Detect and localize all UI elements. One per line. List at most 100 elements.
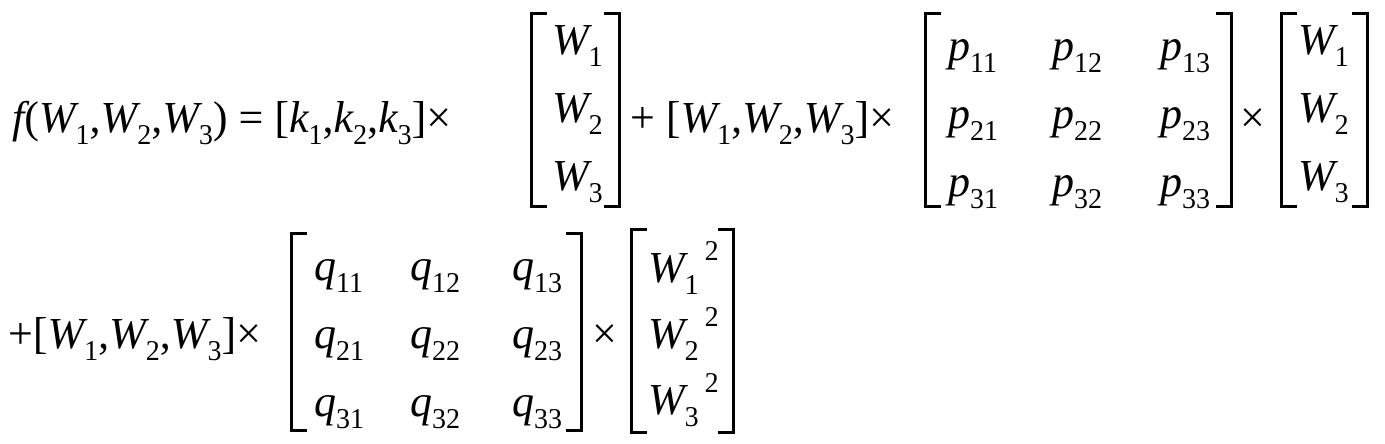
matrix-cell: p21 (948, 89, 998, 148)
plus-sign: + (8, 309, 33, 358)
math-symbol: p (1052, 89, 1074, 138)
math-symbol: p (948, 157, 970, 206)
math-symbol: W (1298, 15, 1335, 64)
matrix-cell: p12 (1052, 21, 1102, 80)
math-symbol: p (1052, 157, 1074, 206)
matrix-cell: p33 (1160, 160, 1210, 216)
left-bracket (630, 228, 647, 434)
math-symbol: W (648, 243, 685, 292)
matrix-cell: W3 (552, 151, 603, 210)
equals-sign: = (238, 93, 264, 142)
matrix-cell: q22 (410, 312, 460, 368)
matrix-cell: W22 (648, 302, 719, 367)
right-bracket (1216, 12, 1233, 208)
matrix-cell: W12 (648, 236, 719, 301)
left-bracket (924, 12, 941, 208)
math-symbol: p (1160, 89, 1182, 138)
math-symbol: 12 (1074, 48, 1102, 79)
math-symbol: q (314, 241, 336, 290)
left-bracket (290, 232, 307, 432)
math-symbol: 3 (684, 402, 699, 433)
right-bracket (718, 228, 735, 434)
math-symbol: 3 (1334, 178, 1349, 209)
matrix-cell: W2 (1298, 83, 1349, 142)
math-symbol: 31 (970, 184, 998, 215)
times-sign: × (236, 309, 261, 358)
math-symbol: q (512, 241, 534, 290)
math-symbol: 1 (684, 270, 699, 301)
times-sign: × (869, 93, 894, 142)
math-symbol: p (948, 21, 970, 70)
math-symbol: W (1298, 151, 1335, 200)
math-symbol: 13 (534, 268, 562, 299)
math-symbol: 22 (432, 336, 460, 367)
math-symbol: 1 (1334, 42, 1349, 73)
math-symbol: q (314, 377, 336, 426)
math-symbol: p (948, 89, 970, 138)
math-symbol: 2 (684, 336, 699, 367)
math-symbol: 33 (1182, 184, 1210, 215)
math-symbol: 2 (1334, 110, 1349, 141)
matrix-cell: p23 (1160, 89, 1210, 148)
math-symbol: q (410, 241, 432, 290)
right-bracket (566, 232, 583, 432)
math-symbol: 23 (1182, 116, 1210, 147)
math-symbol: 3 (588, 178, 603, 209)
math-symbol: 2 (704, 368, 719, 399)
math-symbol: p (1160, 21, 1182, 70)
math-symbol: 11 (336, 268, 363, 299)
times-sign: × (1240, 93, 1265, 142)
math-symbol: 23 (534, 336, 562, 367)
right-bracket (1352, 12, 1369, 208)
math-symbol: 2 (704, 302, 719, 333)
matrix-cell: W32 (648, 368, 719, 433)
matrix-cell: q31 (314, 377, 364, 436)
math-symbol: q (410, 377, 432, 426)
left-bracket (1280, 12, 1297, 208)
matrix-cell: q13 (512, 241, 562, 300)
math-symbol: 32 (1074, 184, 1102, 215)
plus-sign: + (630, 93, 655, 142)
matrix-cell: p32 (1052, 157, 1102, 216)
math-symbol: 21 (970, 116, 998, 147)
math-symbol: W (552, 15, 589, 64)
matrix-cell: q33 (512, 377, 562, 436)
function-symbol: f (12, 93, 25, 142)
math-symbol: 2 (588, 110, 603, 141)
math-symbol: W (552, 83, 589, 132)
matrix-cell: p22 (1052, 89, 1102, 148)
math-symbol: p (1052, 21, 1074, 70)
matrix-cell: W1 (552, 15, 603, 74)
second-order-term-prefix: +[W1,W2,W3]× (8, 309, 261, 368)
math-symbol: 22 (1074, 116, 1102, 147)
math-symbol: 1 (588, 42, 603, 73)
matrix-cell: q21 (314, 309, 364, 368)
matrix-cell: p13 (1160, 21, 1210, 80)
matrix-cell: p11 (948, 21, 997, 80)
math-symbol: 33 (534, 404, 562, 435)
matrix-cell: q23 (512, 309, 562, 368)
matrix-cell: W1 (1298, 15, 1349, 74)
matrix-cell: p31 (948, 157, 998, 216)
math-symbol: 32 (432, 404, 460, 435)
matrix-cell: W2 (552, 83, 603, 142)
math-symbol: 31 (336, 404, 364, 435)
k-vector: [k1,k2,k3] (274, 93, 427, 152)
math-symbol: 21 (336, 336, 364, 367)
math-symbol: W (1298, 83, 1335, 132)
matrix-cell: q12 (410, 241, 460, 300)
math-symbol: W (552, 151, 589, 200)
math-symbol: 12 (432, 268, 460, 299)
math-symbol: q (314, 309, 336, 358)
math-symbol: W (648, 375, 685, 424)
times-sign: × (426, 93, 452, 142)
math-symbol: 13 (1182, 48, 1210, 79)
math-symbol: W (648, 309, 685, 358)
math-symbol: q (512, 377, 534, 426)
times-sign: × (592, 309, 617, 358)
right-bracket (604, 12, 621, 208)
math-symbol: q (512, 309, 534, 358)
math-symbol: 11 (970, 48, 997, 79)
matrix-cell: q32 (410, 377, 460, 436)
math-symbol: 2 (704, 236, 719, 267)
